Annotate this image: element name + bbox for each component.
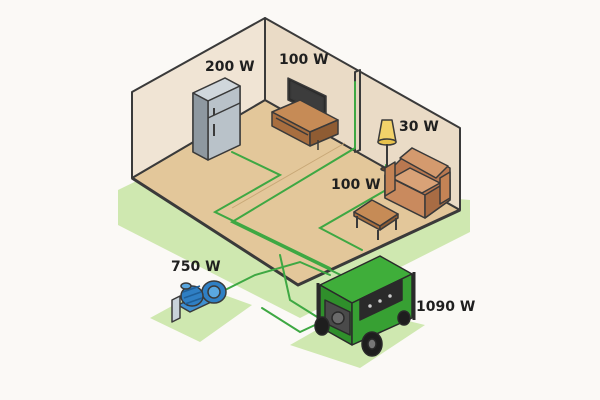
wire-pump [214, 260, 331, 296]
floor-lamp-icon [377, 119, 397, 172]
refrigerator-icon [192, 77, 241, 161]
television-icon [271, 77, 339, 150]
water-pump-icon [171, 280, 227, 323]
power-wires [212, 81, 387, 334]
generator-icon [314, 255, 416, 357]
pump-wattage-label: 750 W [171, 259, 221, 275]
generator-total-wattage-label: 1090 W [416, 299, 476, 315]
lamp-wattage-label: 30 W [399, 119, 439, 135]
wire-tv [229, 81, 356, 283]
pump-grass-patch [150, 288, 252, 342]
fridge-wattage-label: 200 W [205, 59, 255, 75]
wire-fridge [212, 151, 331, 269]
sofa-icon [384, 147, 451, 219]
tv-wattage-label: 100 W [279, 52, 329, 68]
wire-main [279, 254, 323, 321]
sofa-area-wattage-label: 100 W [331, 177, 381, 193]
coffee-table-icon [353, 199, 399, 240]
